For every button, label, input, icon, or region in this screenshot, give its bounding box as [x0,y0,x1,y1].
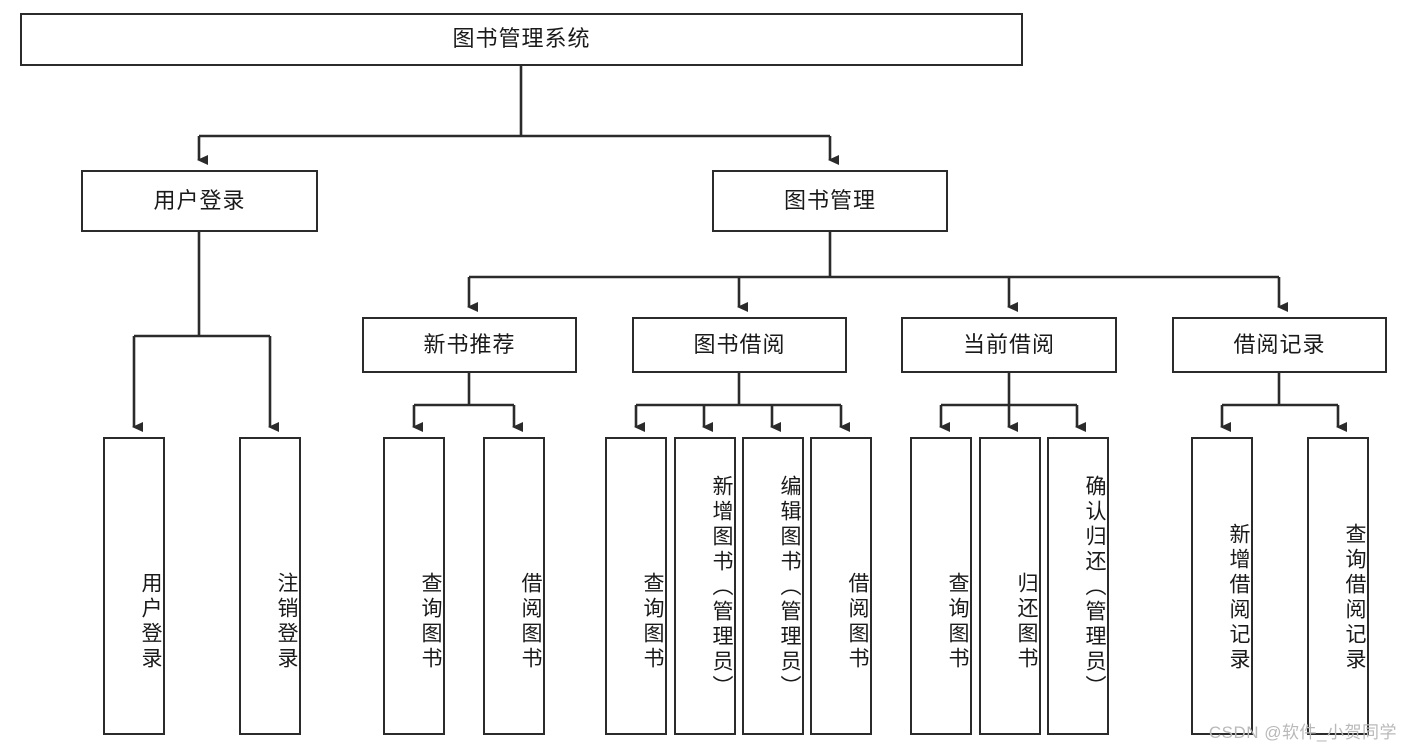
leaf-current-return-book[interactable]: 归还图书 [979,437,1041,735]
leaf-borrow-add-book-admin[interactable]: 新增图书（管理员） [674,437,736,735]
node-user-login[interactable]: 用户登录 [81,170,318,232]
node-label: 注销登录 [275,572,298,672]
node-label: 查询图书 [419,572,442,672]
node-book-management[interactable]: 图书管理 [712,170,948,232]
node-label: 图书管理系统 [452,26,591,52]
leaf-user-login-logout[interactable]: 注销登录 [239,437,301,735]
node-label: 借阅图书 [846,572,869,672]
node-current-borrow[interactable]: 当前借阅 [901,317,1117,373]
node-label: 编辑图书（管理员） [778,474,801,700]
leaf-record-query-borrow-record[interactable]: 查询借阅记录 [1307,437,1369,735]
node-label: 新增借阅记录 [1227,523,1250,673]
leaf-recommend-borrow-book[interactable]: 借阅图书 [483,437,545,735]
leaf-borrow-query-book[interactable]: 查询图书 [605,437,667,735]
node-label: 新书推荐 [423,331,516,357]
node-label: 查询图书 [946,572,969,672]
leaf-current-confirm-return-admin[interactable]: 确认归还（管理员） [1047,437,1109,735]
leaf-user-login-login[interactable]: 用户登录 [103,437,165,735]
leaf-record-add-borrow-record[interactable]: 新增借阅记录 [1191,437,1253,735]
csdn-watermark: CSDN @软件_小贺同学 [1208,723,1397,742]
node-label: 用户登录 [139,572,162,672]
node-label: 新增图书（管理员） [710,474,733,700]
node-label: 借阅图书 [519,572,542,672]
node-new-book-recommend[interactable]: 新书推荐 [362,317,577,373]
node-label: 用户登录 [153,187,246,213]
node-label: 借阅记录 [1233,331,1326,357]
leaf-recommend-query-book[interactable]: 查询图书 [383,437,445,735]
leaf-borrow-borrow-book[interactable]: 借阅图书 [810,437,872,735]
node-label: 当前借阅 [962,331,1055,357]
node-label: 查询图书 [641,572,664,672]
node-label: 归还图书 [1015,572,1038,672]
node-label: 图书管理 [783,187,876,213]
node-root-book-management-system[interactable]: 图书管理系统 [20,13,1023,66]
leaf-borrow-edit-book-admin[interactable]: 编辑图书（管理员） [742,437,804,735]
node-borrow-record[interactable]: 借阅记录 [1172,317,1387,373]
node-book-borrow[interactable]: 图书借阅 [632,317,847,373]
node-label: 确认归还（管理员） [1083,474,1106,700]
node-label: 查询借阅记录 [1343,523,1366,673]
leaf-current-query-book[interactable]: 查询图书 [910,437,972,735]
node-label: 图书借阅 [693,331,786,357]
